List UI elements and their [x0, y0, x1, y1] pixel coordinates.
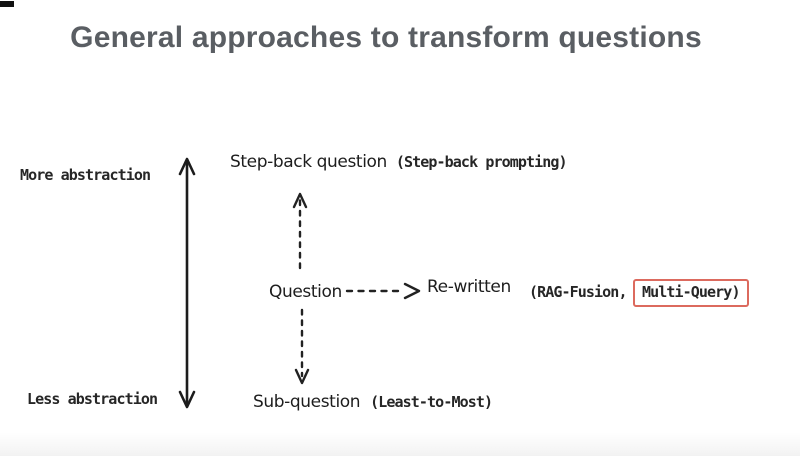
sub-question-node: Sub-question (Least-to-Most) [253, 392, 493, 413]
less-abstraction-label: Less abstraction [27, 390, 158, 408]
more-abstraction-label: More abstraction [20, 166, 151, 184]
abstraction-axis-arrow [178, 157, 196, 409]
rewritten-methods-label: (RAG-Fusion, [529, 283, 627, 301]
sub-question-label: Sub-question [253, 392, 361, 412]
down-dashed-arrow [294, 308, 310, 385]
multi-query-label: Multi-Query) [642, 283, 740, 301]
question-label: Question [269, 282, 342, 302]
bottom-fade [0, 432, 800, 456]
rewritten-label: Re-written [427, 277, 511, 297]
step-back-label: Step-back question [230, 152, 387, 172]
multi-query-highlight-box: Multi-Query) [633, 279, 749, 307]
transform-dashed-arrow [345, 282, 421, 300]
page-title: General approaches to transform question… [70, 21, 702, 54]
step-back-node: Step-back question (Step-back prompting) [230, 152, 568, 173]
corner-mark [0, 1, 14, 7]
step-back-method-label: (Step-back prompting) [395, 153, 568, 171]
sub-question-method-label: (Least-to-Most) [370, 393, 493, 411]
up-dashed-arrow [292, 192, 308, 270]
